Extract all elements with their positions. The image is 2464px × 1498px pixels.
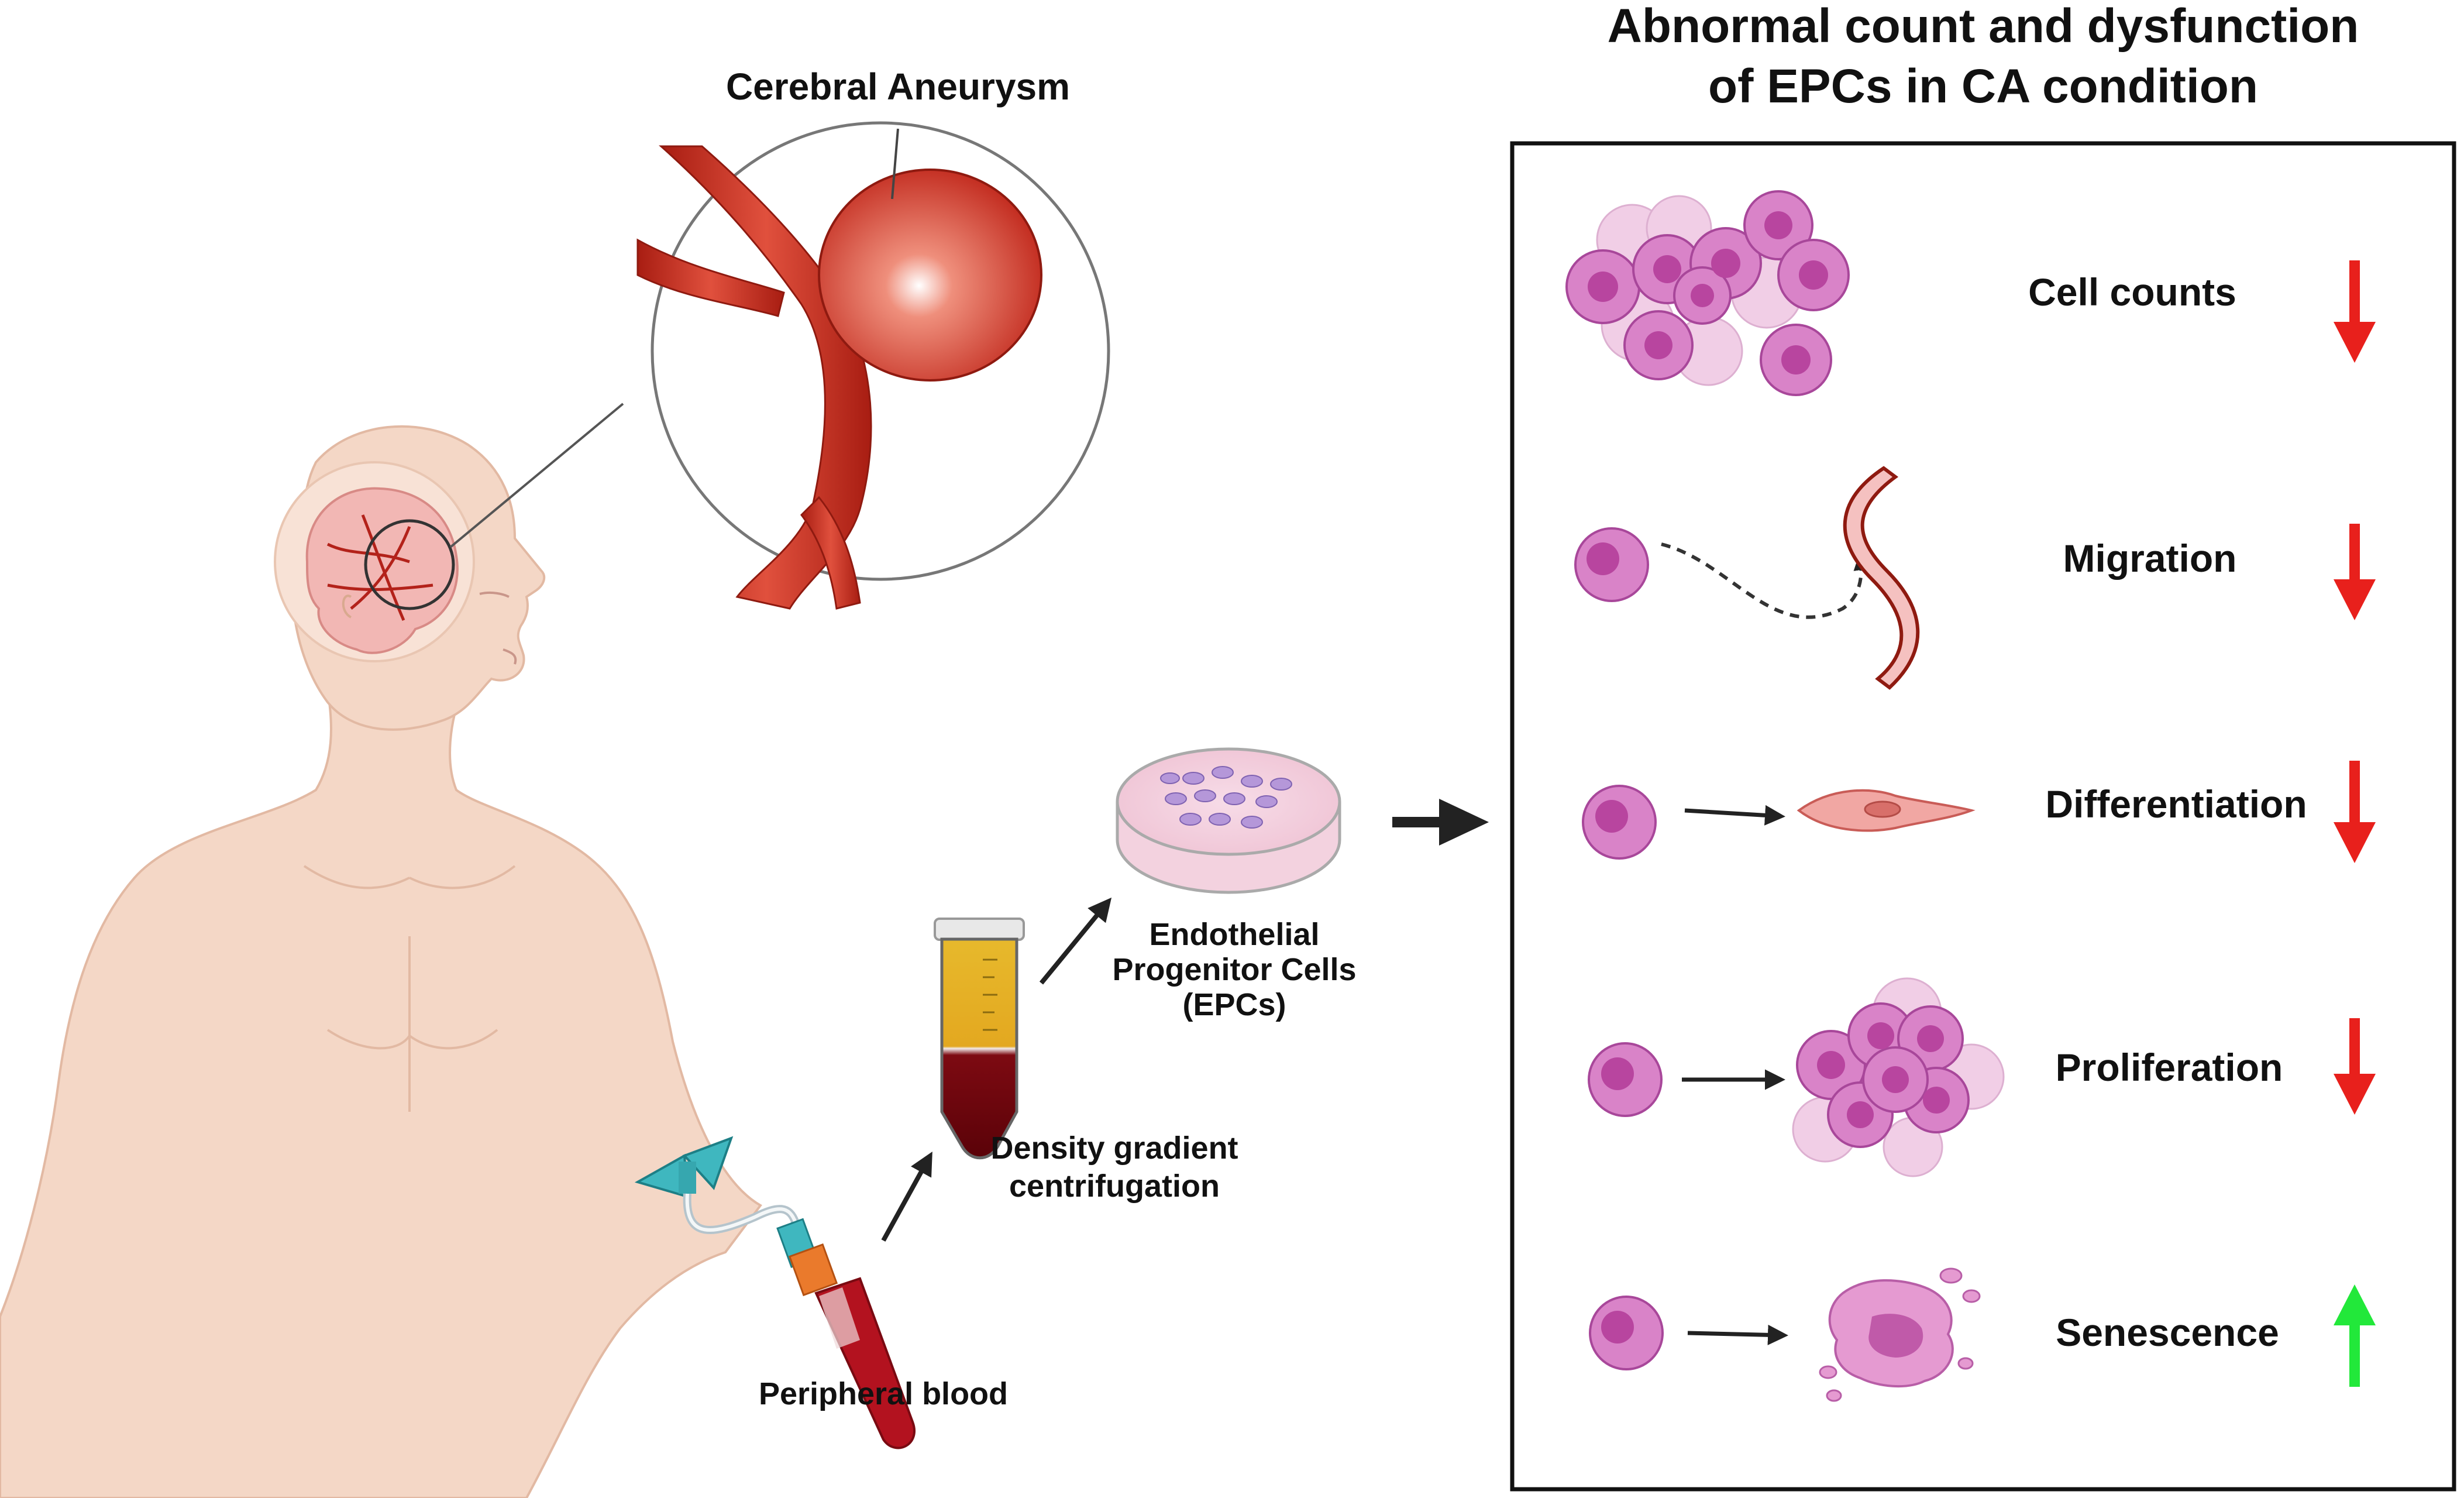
aneurysm-zoom-circle bbox=[651, 121, 1110, 581]
item-label-differentiation: Differentiation bbox=[2045, 782, 2307, 826]
epc-label-line1: Endothelial bbox=[1149, 917, 1319, 952]
item-label-cell-counts: Cell counts bbox=[2028, 270, 2236, 314]
density-gradient-label-line1: Density gradient bbox=[990, 1131, 1238, 1166]
arrow-to-centrifuge bbox=[881, 1151, 932, 1242]
arrow-to-panel bbox=[1392, 799, 1489, 846]
vessel-segment bbox=[1843, 466, 1920, 690]
decrease-arrow-icon bbox=[2334, 524, 2376, 620]
epc-label-line3: (EPCs) bbox=[1182, 987, 1286, 1022]
differentiation-icon bbox=[1582, 785, 1976, 860]
vessel-branch bbox=[636, 238, 785, 317]
panel-title-line2: of EPCs in CA condition bbox=[1708, 60, 2258, 113]
decrease-arrow-icon bbox=[2334, 761, 2376, 863]
cerebral-aneurysm-label: Cerebral Aneurysm bbox=[726, 66, 1070, 108]
epc-label-line2: Progenitor Cells bbox=[1112, 952, 1356, 987]
vessel-lower-branch bbox=[800, 496, 861, 610]
cell-cluster-icon bbox=[1565, 190, 1850, 396]
decrease-arrow-icon bbox=[2334, 260, 2376, 363]
torso-shape bbox=[0, 689, 762, 1498]
aneurysm-sac bbox=[818, 169, 1042, 382]
item-label-migration: Migration bbox=[2063, 537, 2237, 580]
culture-dish-illustration bbox=[1116, 747, 1341, 894]
density-gradient-label-line2: centrifugation bbox=[1009, 1169, 1220, 1204]
senescence-icon bbox=[1589, 1267, 1981, 1402]
peripheral-blood-label: Peripheral blood bbox=[759, 1376, 1008, 1411]
aneurysm-zoom-illustration bbox=[636, 121, 1110, 610]
increase-arrow-icon bbox=[2334, 1284, 2376, 1387]
blood-draw-illustration bbox=[634, 1136, 916, 1449]
arrow-to-culture-dish bbox=[1039, 897, 1112, 985]
centrifuge-tube-illustration bbox=[934, 918, 1025, 1160]
proliferation-icon bbox=[1588, 977, 2005, 1177]
decrease-arrow-icon bbox=[2334, 1018, 2376, 1115]
item-label-senescence: Senescence bbox=[2056, 1311, 2279, 1354]
dish-cells bbox=[1160, 766, 1292, 829]
human-figure-illustration bbox=[0, 425, 762, 1498]
aneurysm-pointer bbox=[891, 128, 899, 200]
item-label-proliferation: Proliferation bbox=[2056, 1046, 2283, 1089]
panel-title-line1: Abnormal count and dysfunction bbox=[1608, 0, 2359, 53]
migration-icon bbox=[1574, 466, 1920, 690]
trend-arrows bbox=[2334, 260, 2376, 1387]
zoom-connector-line bbox=[449, 403, 624, 548]
brain-zoom-circle bbox=[364, 519, 455, 610]
